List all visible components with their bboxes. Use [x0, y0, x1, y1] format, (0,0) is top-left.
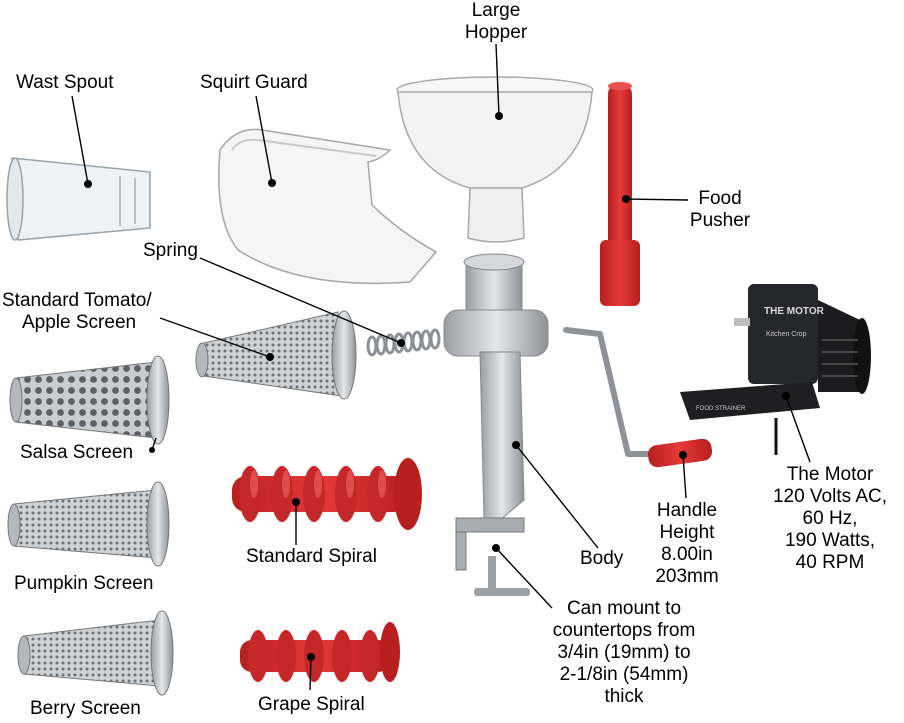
standard-spiral-part	[232, 458, 422, 530]
label-handle-height: Handle Height 8.00in 203mm	[655, 500, 719, 587]
label-standard-tomato-screen: Standard Tomato/ Apple Screen	[2, 290, 152, 333]
leader-lines	[71, 43, 811, 691]
label-wast-spout: Wast Spout	[16, 72, 114, 93]
motor-base-text: FOOD STRAINER	[696, 406, 746, 412]
spring-part	[366, 328, 441, 357]
motor-part: THE MOTOR Kitchen Crop FOOD STRAINER	[680, 284, 871, 455]
standard-screen-part	[195, 310, 357, 400]
label-countertop-mount: Can mount to countertops from 3/4in (19m…	[552, 598, 696, 707]
label-squirt-guard: Squirt Guard	[200, 72, 308, 93]
motor-model-text: Kitchen Crop	[766, 331, 807, 338]
label-standard-spiral: Standard Spiral	[246, 546, 377, 567]
salsa-screen-part	[9, 355, 170, 445]
label-large-hopper: Large Hopper	[464, 0, 528, 43]
large-hopper-part	[396, 76, 594, 243]
motor-brand-text: THE MOTOR	[764, 306, 825, 317]
label-food-pusher: Food Pusher	[689, 188, 751, 231]
squirt-guard-part	[218, 128, 438, 285]
label-body: Body	[580, 548, 624, 569]
grape-spiral-part	[240, 622, 400, 682]
label-spring: Spring	[143, 240, 198, 261]
food-pusher-part	[600, 82, 640, 306]
pumpkin-screen-part	[7, 481, 170, 567]
label-grape-spiral: Grape Spiral	[258, 694, 365, 715]
label-salsa-screen: Salsa Screen	[20, 442, 134, 463]
label-motor: The Motor 120 Volts AC, 60 Hz, 190 Watts…	[772, 464, 888, 573]
berry-screen-part	[17, 610, 174, 696]
waste-spout-part	[6, 157, 151, 241]
label-pumpkin-screen: Pumpkin Screen	[14, 573, 154, 594]
label-berry-screen: Berry Screen	[30, 698, 141, 719]
strainer-body-part	[443, 253, 713, 596]
